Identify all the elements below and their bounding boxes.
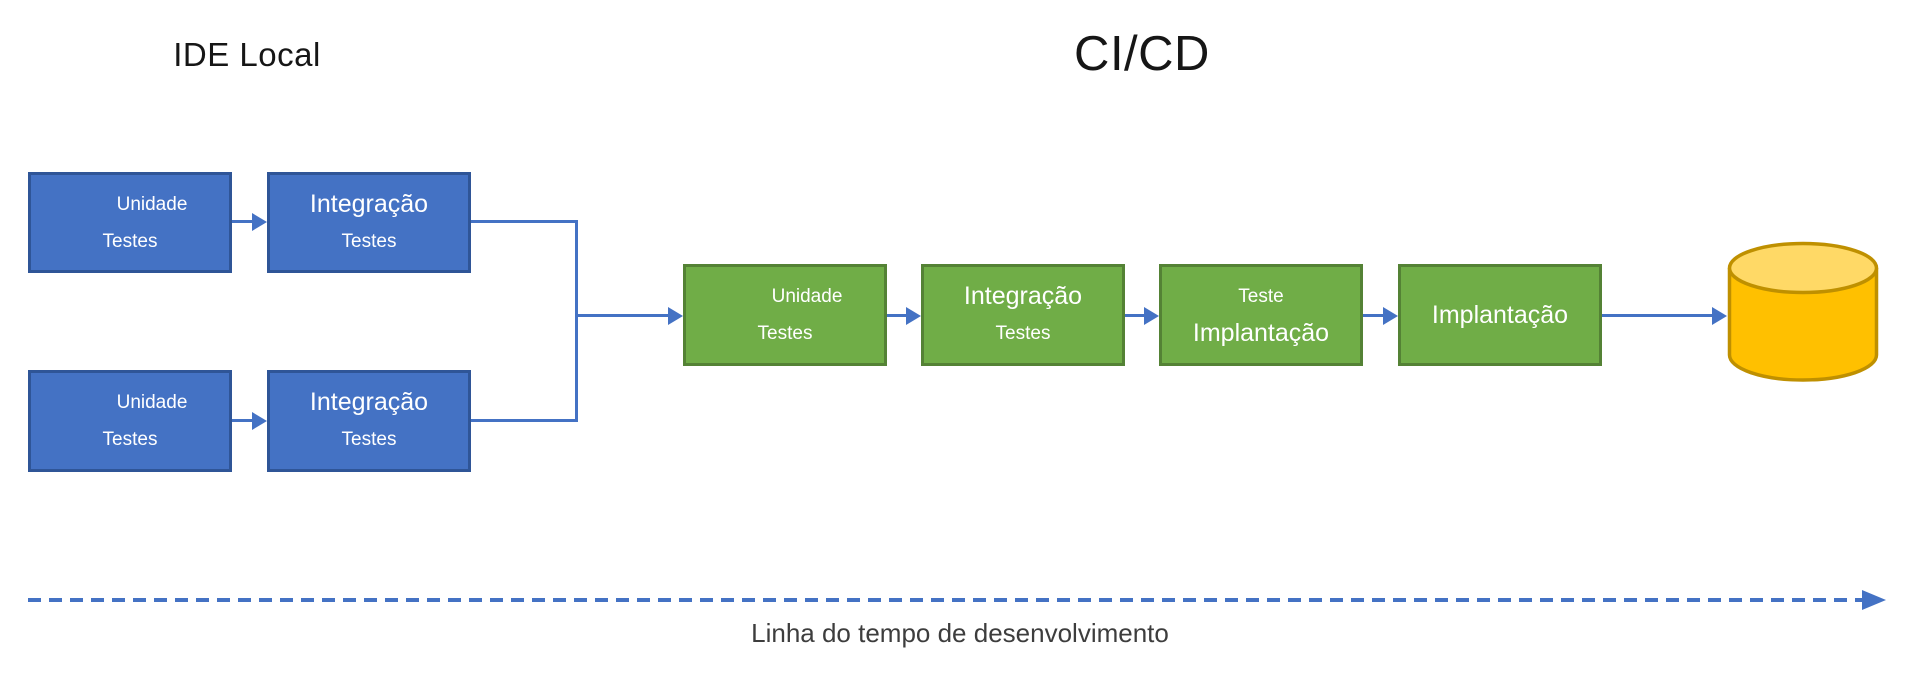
arrow-line-local-1 — [232, 220, 254, 223]
node-label-line: Integração — [309, 388, 429, 416]
arrow-line-merge-to-cicd — [575, 314, 668, 317]
node-local-unit-tests-2: Unidade Testes — [28, 370, 232, 472]
node-label-line: Integração — [309, 189, 429, 218]
timeline-label: Linha do tempo de desenvolvimento — [751, 618, 1169, 648]
timeline-dashed-line — [28, 598, 1862, 602]
node-label-line: Implantação — [1192, 319, 1330, 347]
node-label-line: Integração — [963, 282, 1083, 310]
node-cicd-integration-tests: Integração Testes — [921, 264, 1125, 366]
node-label-line: Implantação — [1431, 300, 1569, 329]
arrow-head-cicd-2 — [1144, 307, 1159, 325]
node-local-integration-tests-2: Integração Testes — [267, 370, 471, 472]
node-label-line: Testes — [102, 429, 158, 450]
node-label-line: Teste — [1238, 286, 1284, 307]
arrow-line-to-database — [1602, 314, 1712, 317]
arrow-line-local-2 — [232, 419, 254, 422]
node-label-line: Testes — [102, 230, 158, 252]
arrow-head-local-2 — [252, 412, 267, 430]
arrow-head-cicd-3 — [1383, 307, 1398, 325]
node-label-line: Testes — [341, 429, 397, 450]
node-label-line: Unidade — [116, 193, 188, 215]
node-local-integration-tests-1: Integração Testes — [267, 172, 471, 273]
arrow-head-local-1 — [252, 213, 267, 231]
section-title-cicd: CI/CD — [1074, 27, 1210, 81]
connector-merge-top — [471, 220, 578, 223]
node-label-line: Unidade — [116, 392, 188, 413]
connector-merge-bottom — [471, 419, 578, 422]
arrow-head-to-database — [1712, 307, 1727, 325]
arrow-head-cicd-1 — [906, 307, 921, 325]
node-cicd-unit-tests: Unidade Testes — [683, 264, 887, 366]
node-label-line: Testes — [757, 323, 813, 344]
section-title-ide-local: IDE Local — [173, 36, 321, 73]
node-label-line: Testes — [995, 323, 1051, 344]
node-local-unit-tests-1: Unidade Testes — [28, 172, 232, 273]
timeline-arrow-head-icon — [1862, 590, 1886, 610]
arrow-head-merge-to-cicd — [668, 307, 683, 325]
node-cicd-deployment: Implantação — [1398, 264, 1602, 366]
arrow-line-cicd-3 — [1363, 314, 1383, 317]
arrow-line-cicd-2 — [1125, 314, 1144, 317]
connector-merge-vertical — [575, 220, 578, 422]
node-label-line: Unidade — [771, 286, 843, 307]
node-cicd-deployment-test: Teste Implantação — [1159, 264, 1363, 366]
arrow-line-cicd-1 — [887, 314, 906, 317]
database-cylinder-icon — [1727, 241, 1879, 382]
node-label-line: Testes — [341, 230, 397, 252]
